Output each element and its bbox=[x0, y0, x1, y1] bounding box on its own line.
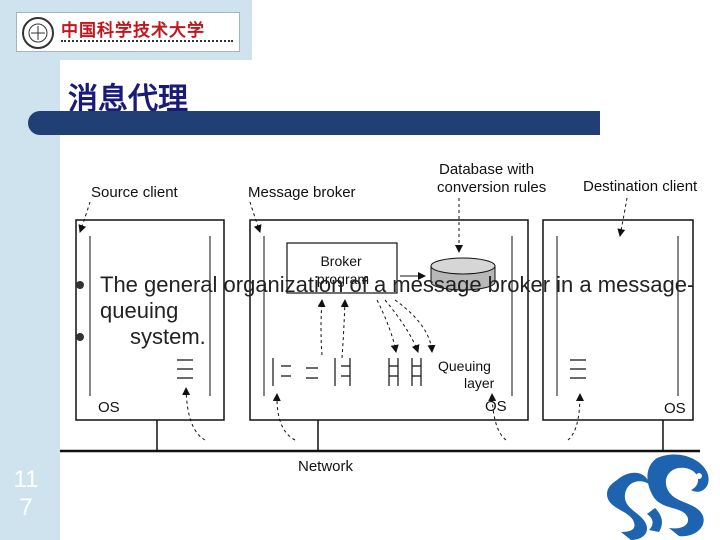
os-label-broker: OS bbox=[485, 398, 507, 415]
network-flow-arrows bbox=[182, 387, 584, 441]
internal-flow-arrows bbox=[317, 299, 436, 359]
university-english-name-line bbox=[61, 40, 233, 46]
network-connector-lines bbox=[156, 420, 664, 451]
university-seal-icon bbox=[22, 17, 54, 49]
title-underline-bar bbox=[28, 111, 600, 135]
source-client-machine bbox=[75, 219, 225, 421]
university-logo: 中国科学技术大学 bbox=[16, 12, 240, 52]
bullet-text: system. bbox=[130, 324, 206, 349]
bullet-item: The general organization of a message br… bbox=[76, 272, 716, 324]
left-sidebar-band bbox=[0, 0, 60, 540]
queue-icon bbox=[177, 358, 586, 386]
queuing-layer-label: Queuing layer bbox=[438, 358, 495, 391]
database-label-line2: conversion rules bbox=[437, 179, 546, 196]
queuing-layer-line1: Queuing bbox=[438, 358, 491, 374]
bullet-dot bbox=[76, 333, 84, 341]
broker-program-line1: Broker bbox=[320, 253, 362, 269]
database-label-line1: Database with bbox=[439, 161, 534, 178]
destination-client-machine bbox=[542, 219, 694, 421]
bullet-dot bbox=[76, 281, 84, 289]
message-broker-label: Message broker bbox=[248, 184, 356, 201]
university-name: 中国科学技术大学 bbox=[61, 21, 205, 41]
queuing-layer-line2: layer bbox=[464, 375, 495, 391]
page-number: 11 7 bbox=[13, 466, 39, 521]
bullet-item: system. bbox=[76, 324, 716, 350]
bullet-text: The general organization of a message br… bbox=[100, 272, 695, 323]
os-label-destination: OS bbox=[664, 400, 686, 417]
os-label-source: OS bbox=[98, 399, 120, 416]
dragon-logo-icon bbox=[607, 454, 709, 540]
destination-client-label: Destination client bbox=[583, 178, 698, 195]
broker-label-pointer bbox=[249, 201, 262, 233]
source-client-label: Source client bbox=[91, 184, 179, 201]
broker-program-box bbox=[286, 242, 398, 294]
database-label: Database with conversion rules bbox=[437, 161, 546, 196]
message-broker-machine bbox=[249, 219, 529, 421]
database-icon bbox=[430, 257, 496, 291]
bullet-list: The general organization of a message br… bbox=[76, 272, 716, 350]
network-label: Network bbox=[298, 458, 354, 475]
source-label-pointer bbox=[78, 201, 91, 233]
broker-program-line2: program bbox=[317, 271, 369, 287]
destination-label-pointer bbox=[617, 197, 628, 237]
broker-program-label: Broker program bbox=[317, 253, 369, 287]
